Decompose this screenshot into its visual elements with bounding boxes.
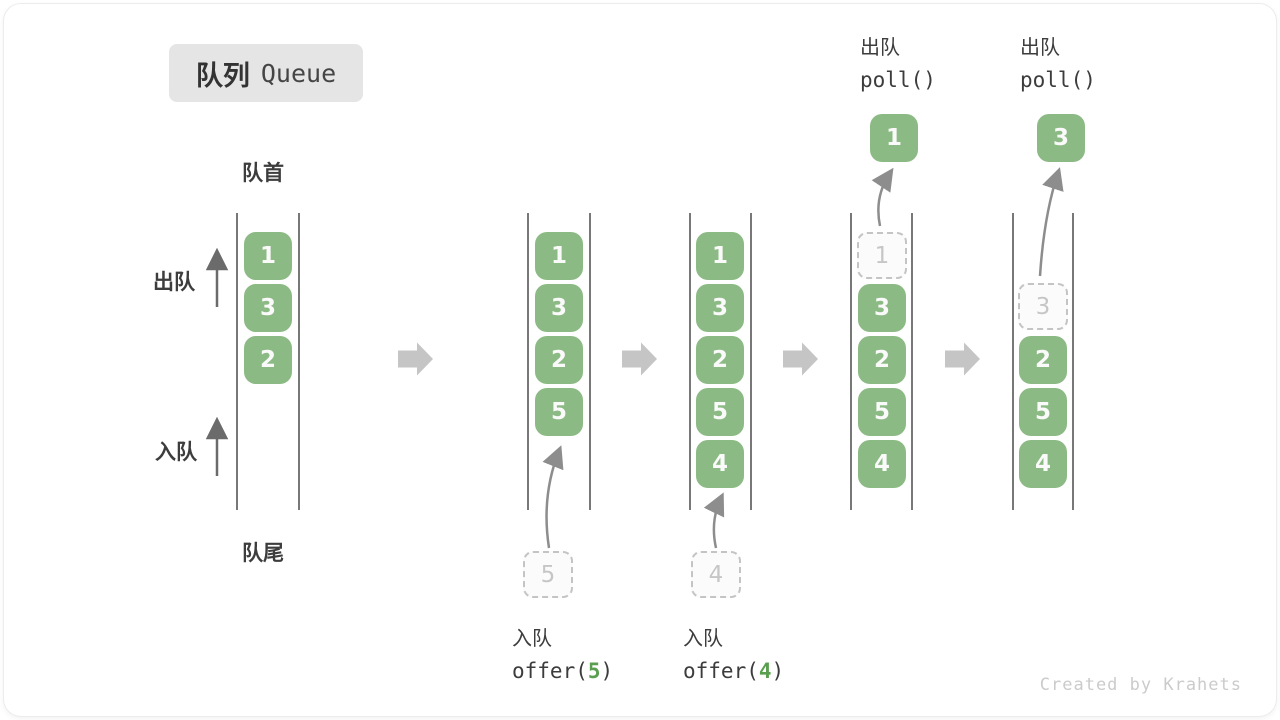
dequeue-side-label: 出队 bbox=[153, 270, 195, 294]
queue-box: 3 bbox=[244, 284, 292, 332]
code-arg: 5 bbox=[587, 659, 601, 683]
poll-2-operation: 出队 poll() bbox=[1020, 31, 1096, 92]
enqueue-side-label: 入队 bbox=[155, 440, 197, 464]
operation-label: 出队 bbox=[1020, 35, 1060, 59]
queue-box: 3 bbox=[858, 284, 906, 332]
queue-box: 5 bbox=[696, 388, 744, 436]
queue-box: 5 bbox=[858, 388, 906, 436]
queue-box: 2 bbox=[535, 336, 583, 384]
queue-box: 1 bbox=[244, 232, 292, 280]
enqueue-4-operation: 入队 offer(4) bbox=[683, 622, 784, 683]
code-close: ) bbox=[600, 659, 614, 683]
incoming-element-box: 5 bbox=[523, 551, 573, 598]
enqueue-5-operation: 入队 offer(5) bbox=[512, 622, 613, 683]
polled-result-box: 3 bbox=[1037, 114, 1085, 162]
queue-box: 3 bbox=[696, 284, 744, 332]
queue-box: 5 bbox=[1019, 388, 1067, 436]
incoming-element-box: 4 bbox=[691, 551, 741, 598]
operation-label: 入队 bbox=[512, 626, 552, 650]
queue-box: 1 bbox=[535, 232, 583, 280]
queue-box: 4 bbox=[858, 440, 906, 488]
queue-box: 5 bbox=[535, 388, 583, 436]
title-en: Queue bbox=[260, 58, 337, 88]
queue-box: 2 bbox=[244, 336, 292, 384]
queue-box: 4 bbox=[1019, 440, 1067, 488]
operation-code: offer(5) bbox=[512, 659, 613, 683]
operation-label: 入队 bbox=[683, 626, 723, 650]
removed-element-box: 1 bbox=[857, 232, 907, 279]
queue-box: 3 bbox=[535, 284, 583, 332]
operation-code: offer(4) bbox=[683, 659, 784, 683]
code-fn: offer( bbox=[512, 659, 588, 683]
queue-box: 2 bbox=[858, 336, 906, 384]
queue-rear-label: 队尾 bbox=[242, 541, 284, 565]
removed-element-box: 3 bbox=[1018, 283, 1068, 330]
queue-box: 2 bbox=[696, 336, 744, 384]
code-fn: offer( bbox=[683, 659, 759, 683]
polled-result-box: 1 bbox=[870, 114, 918, 162]
code-close: ) bbox=[771, 659, 785, 683]
queue-box: 4 bbox=[696, 440, 744, 488]
operation-code: poll() bbox=[860, 68, 936, 92]
queue-front-label: 队首 bbox=[242, 161, 284, 185]
queue-box: 1 bbox=[696, 232, 744, 280]
title-badge: 队列 Queue bbox=[169, 44, 363, 102]
operation-label: 出队 bbox=[860, 35, 900, 59]
queue-box: 2 bbox=[1019, 336, 1067, 384]
credit-text: Created by Krahets bbox=[1039, 675, 1242, 695]
title-zh: 队列 bbox=[195, 60, 250, 92]
poll-1-operation: 出队 poll() bbox=[860, 31, 936, 92]
code-arg: 4 bbox=[758, 659, 772, 683]
operation-code: poll() bbox=[1020, 68, 1096, 92]
diagram-canvas bbox=[3, 3, 1277, 717]
